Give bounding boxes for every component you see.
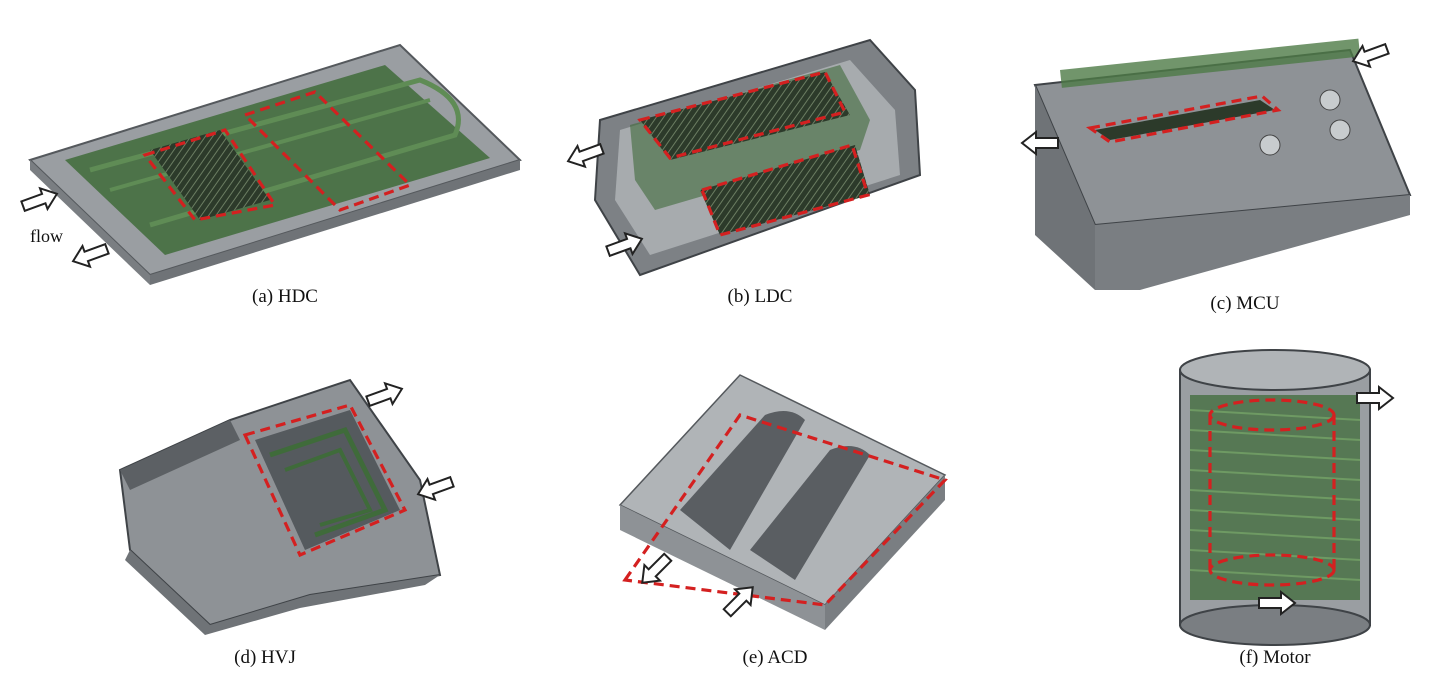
hdc-channel <box>109 98 431 192</box>
hvj-channel <box>269 426 389 538</box>
hvj-housing-front <box>125 550 440 635</box>
hdc-housing-side <box>30 160 150 285</box>
panel-hdc: flow (a) HDC <box>0 0 540 320</box>
mcu-housing-front <box>1095 195 1410 290</box>
caption-ldc: (b) LDC <box>727 286 793 307</box>
hdc-model <box>18 43 522 285</box>
mcu-housing-side <box>1035 85 1095 290</box>
hdc-region-outline <box>142 128 278 222</box>
flow-label: flow <box>30 226 63 246</box>
hdc-channel <box>89 77 461 228</box>
panel-acd: (e) ACD <box>600 360 980 681</box>
motor-model <box>1179 349 1394 646</box>
mcu-port <box>1319 89 1341 111</box>
caption-hvj: (d) HVJ <box>234 647 296 668</box>
hvj-channel <box>284 447 373 527</box>
mcu-internal-plate <box>1095 100 1275 140</box>
ldc-model <box>563 38 922 277</box>
hdc-fin-block <box>150 130 270 220</box>
motor-housing-top <box>1179 349 1371 391</box>
hvj-housing-shadow <box>120 420 240 490</box>
acd-housing-right <box>825 475 945 630</box>
mcu-model <box>1021 37 1412 290</box>
acd-channel <box>750 446 870 580</box>
acd-model <box>618 374 948 630</box>
panel-motor: (f) Motor <box>1160 340 1440 681</box>
ldc-region-outline-upper <box>637 70 848 160</box>
motor-coolant-coils <box>1189 409 1361 581</box>
outflow-arrow-icon <box>363 377 407 413</box>
caption-hdc: (a) HDC <box>252 286 318 307</box>
motor-region-bottom <box>1208 553 1336 587</box>
hdc-region-outline <box>242 90 413 212</box>
outflow-arrow-icon <box>68 237 112 273</box>
caption-motor: (f) Motor <box>1239 647 1311 668</box>
acd-channel <box>680 411 805 550</box>
panel-ldc: (b) LDC <box>540 0 940 320</box>
motor-housing-bottom <box>1179 604 1371 646</box>
caption-acd: (e) ACD <box>742 647 808 668</box>
hdc-housing-rim <box>150 160 520 285</box>
panel-mcu: (c) MCU <box>1000 0 1440 330</box>
hvj-region-outline <box>242 403 408 558</box>
panel-hvj: (d) HVJ <box>90 360 490 681</box>
hvj-model <box>118 377 457 635</box>
ldc-region-outline-lower <box>699 143 871 237</box>
mcu-channel-tube <box>1060 38 1361 88</box>
ldc-fin-block-lower <box>700 145 870 235</box>
mcu-port <box>1259 134 1281 156</box>
caption-mcu: (c) MCU <box>1210 293 1280 314</box>
acd-region-outline <box>622 413 948 607</box>
mcu-port <box>1329 119 1351 141</box>
ldc-fin-block-upper <box>640 72 850 160</box>
mcu-region-outline <box>1085 94 1282 144</box>
